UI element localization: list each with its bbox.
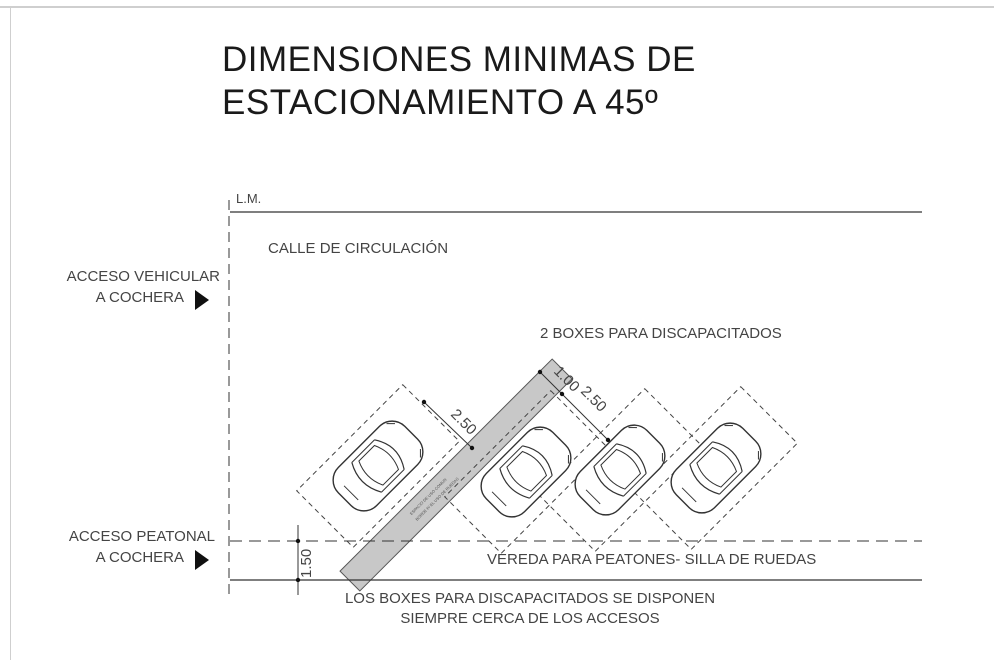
page-title: DIMENSIONES MINIMAS DE ESTACIONAMIENTO A…	[222, 38, 696, 124]
dimension-tick-mark	[469, 445, 475, 451]
vehicular-access-label-2: A COCHERA	[95, 289, 184, 306]
parking-box-2	[443, 389, 609, 555]
car-icon	[662, 414, 770, 522]
parking-box-1	[295, 383, 461, 549]
dimension-tick-mark	[537, 369, 543, 375]
title-line-2: ESTACIONAMIENTO A 45º	[222, 83, 659, 122]
pedestrian-access-arrow-icon	[195, 550, 209, 570]
car-icon	[566, 416, 674, 524]
title-line-1: DIMENSIONES MINIMAS DE	[222, 40, 696, 79]
disabled-boxes-label: 2 BOXES PARA DISCAPACITADOS	[540, 325, 782, 342]
frame-left-border	[10, 8, 11, 660]
vehicular-access-label-1: ACCESO VEHICULAR	[66, 268, 220, 285]
frame-top-border	[0, 6, 994, 8]
note-line-1: LOS BOXES PARA DISCAPACITADOS SE DISPONE…	[344, 590, 716, 607]
dimension-line-left-box	[423, 401, 473, 449]
dimension-tick-mark	[295, 538, 301, 544]
dimension-2-50-right: 2.50	[577, 383, 610, 416]
dimension-2-50-left: 2.50	[447, 406, 480, 439]
dimension-tick-mark	[421, 399, 427, 405]
vehicular-access-arrow-icon	[195, 290, 209, 310]
pedestrian-access-label-2: A COCHERA	[95, 549, 184, 566]
dimension-tick-mark	[605, 437, 611, 443]
dimension-1-50: 1.50	[298, 549, 315, 578]
note-line-2: SIEMPRE CERCA DE LOS ACCESOS	[400, 610, 660, 627]
sidewalk-label: VEREDA PARA PEATONES- SILLA DE RUEDAS	[487, 551, 817, 568]
lm-label: L.M.	[236, 191, 262, 206]
dimension-tick-mark	[295, 577, 301, 583]
dimension-tick-mark	[559, 391, 565, 397]
street-label: CALLE DE CIRCULACIÓN	[268, 240, 449, 257]
dimension-line-right	[539, 371, 609, 441]
pedestrian-access-label-1: ACCESO PEATONAL	[68, 528, 215, 545]
